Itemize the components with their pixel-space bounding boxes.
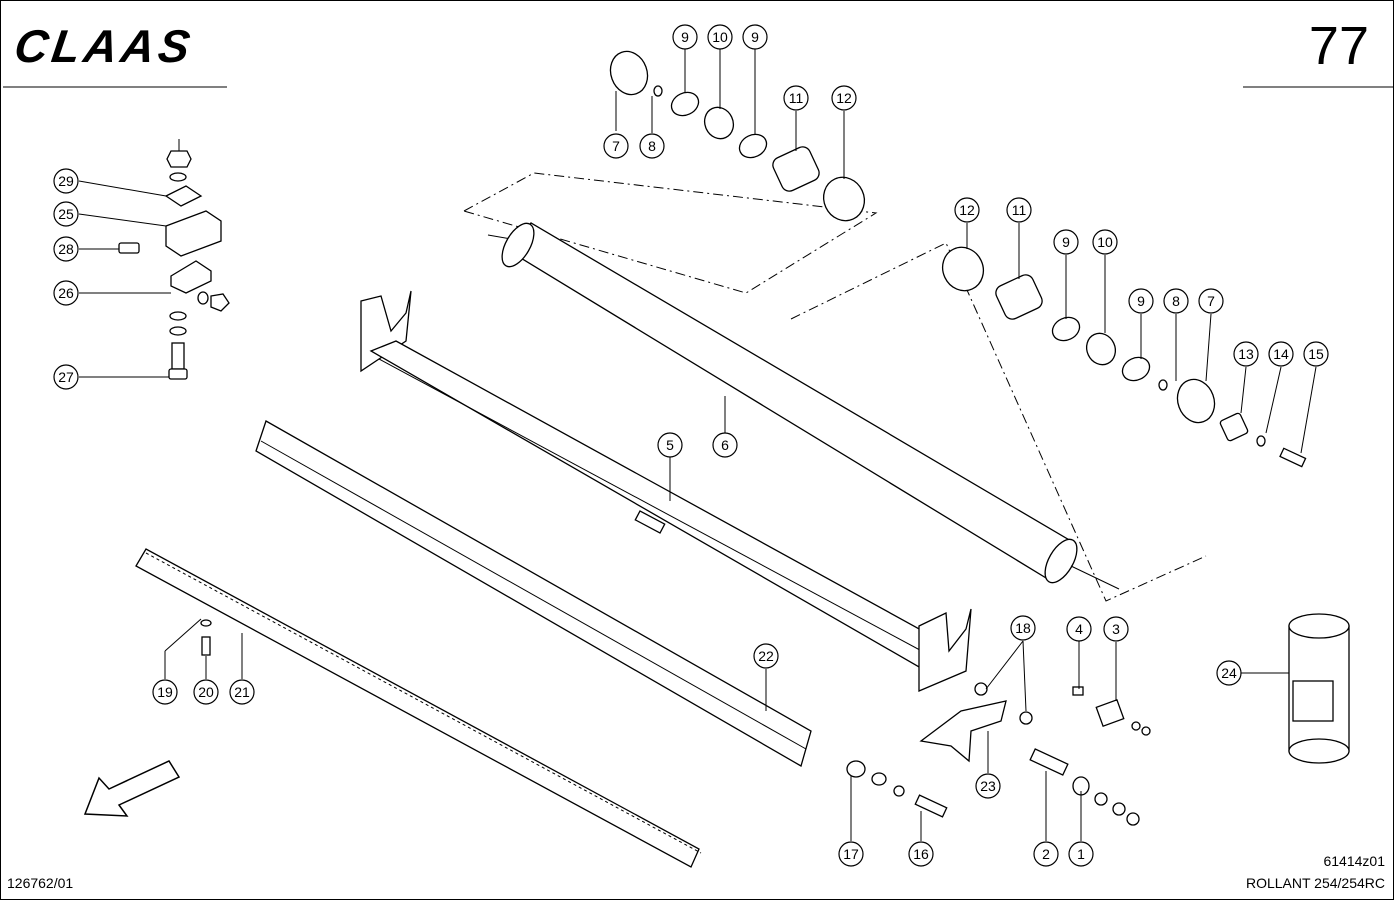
direction-arrow-icon <box>83 760 181 817</box>
callout-22: 22 <box>753 643 779 669</box>
callout-25: 25 <box>53 201 79 227</box>
drawing-code: 61414z01 <box>1323 853 1385 869</box>
svg-text:10: 10 <box>1097 234 1113 250</box>
svg-text:1: 1 <box>1077 846 1085 862</box>
svg-text:24: 24 <box>1221 665 1237 681</box>
callout-4: 4 <box>1066 616 1092 642</box>
callout-20: 20 <box>193 679 219 705</box>
svg-text:13: 13 <box>1238 346 1254 362</box>
callout-3: 3 <box>1103 616 1129 642</box>
callout-12b: 12 <box>954 197 980 223</box>
svg-text:22: 22 <box>758 648 774 664</box>
svg-text:8: 8 <box>648 138 656 154</box>
callout-1: 1 <box>1068 841 1094 867</box>
callout-27: 27 <box>53 364 79 390</box>
roller-6 <box>487 222 1120 590</box>
svg-text:26: 26 <box>58 285 74 301</box>
callout-9c: 9 <box>1053 229 1079 255</box>
bracket-group <box>118 139 230 380</box>
svg-text:9: 9 <box>751 29 759 45</box>
callout-7b: 7 <box>1198 288 1224 314</box>
svg-text:25: 25 <box>58 206 74 222</box>
callout-11a: 11 <box>783 85 809 111</box>
spray-can-24 <box>1288 613 1350 764</box>
callout-8b: 8 <box>1163 288 1189 314</box>
svg-text:19: 19 <box>157 684 173 700</box>
svg-text:20: 20 <box>198 684 214 700</box>
bearing-set-right <box>941 246 1307 468</box>
callout-26: 26 <box>53 280 79 306</box>
callout-6: 6 <box>712 432 738 458</box>
assembly-outline-right <box>790 242 1207 602</box>
svg-text:29: 29 <box>58 173 74 189</box>
page-number: 77 <box>1308 16 1369 76</box>
svg-text:8: 8 <box>1172 293 1180 309</box>
callout-9a: 9 <box>672 24 698 50</box>
callout-14: 14 <box>1268 341 1294 367</box>
model-name: ROLLANT 254/254RC <box>1245 875 1385 891</box>
svg-text:23: 23 <box>980 778 996 794</box>
svg-text:5: 5 <box>666 437 674 453</box>
callout-12a: 12 <box>831 85 857 111</box>
crossbar-5 <box>360 290 972 692</box>
svg-text:15: 15 <box>1308 346 1324 362</box>
hardware-small <box>846 682 1151 826</box>
callout-23: 23 <box>975 773 1001 799</box>
leader-lines <box>78 49 1317 841</box>
callout-10a: 10 <box>707 24 733 50</box>
svg-text:2: 2 <box>1042 846 1050 862</box>
svg-text:12: 12 <box>959 202 975 218</box>
callout-13: 13 <box>1233 341 1259 367</box>
callout-7: 7 <box>603 133 629 159</box>
callout-28: 28 <box>53 236 79 262</box>
callout-15: 15 <box>1303 341 1329 367</box>
svg-text:11: 11 <box>789 90 804 106</box>
svg-text:7: 7 <box>1207 293 1215 309</box>
svg-text:9: 9 <box>1137 293 1145 309</box>
svg-text:9: 9 <box>681 29 689 45</box>
svg-text:14: 14 <box>1273 346 1289 362</box>
svg-text:21: 21 <box>234 684 250 700</box>
callout-19: 19 <box>152 679 178 705</box>
callout-16: 16 <box>908 841 934 867</box>
callout-17: 17 <box>838 841 864 867</box>
svg-text:3: 3 <box>1112 621 1120 637</box>
bearing-set-top <box>609 50 866 222</box>
svg-text:6: 6 <box>721 437 729 453</box>
svg-text:18: 18 <box>1015 620 1031 636</box>
callout-9b: 9 <box>742 24 768 50</box>
svg-text:7: 7 <box>612 138 620 154</box>
svg-text:17: 17 <box>843 846 859 862</box>
callout-5: 5 <box>657 432 683 458</box>
svg-text:11: 11 <box>1012 202 1027 218</box>
svg-text:10: 10 <box>712 29 728 45</box>
callout-21: 21 <box>229 679 255 705</box>
bolt-20 <box>200 619 212 656</box>
svg-text:28: 28 <box>58 241 74 257</box>
callout-11b: 11 <box>1006 197 1032 223</box>
svg-text:16: 16 <box>913 846 929 862</box>
callout-8: 8 <box>639 133 665 159</box>
knife-bar-21 <box>135 548 702 868</box>
callout-24: 24 <box>1216 660 1242 686</box>
callout-9d: 9 <box>1128 288 1154 314</box>
callout-29: 29 <box>53 168 79 194</box>
callout-18: 18 <box>1010 615 1036 641</box>
svg-text:4: 4 <box>1075 621 1083 637</box>
callout-10b: 10 <box>1092 229 1118 255</box>
assembly-outline-top <box>463 172 878 294</box>
angle-profile-22 <box>255 420 812 767</box>
callout-2: 2 <box>1033 841 1059 867</box>
brand-logo: CLAAS <box>11 20 198 72</box>
document-number: 126762/01 <box>7 875 74 891</box>
svg-text:9: 9 <box>1062 234 1070 250</box>
svg-text:27: 27 <box>58 369 74 385</box>
svg-text:12: 12 <box>836 90 852 106</box>
